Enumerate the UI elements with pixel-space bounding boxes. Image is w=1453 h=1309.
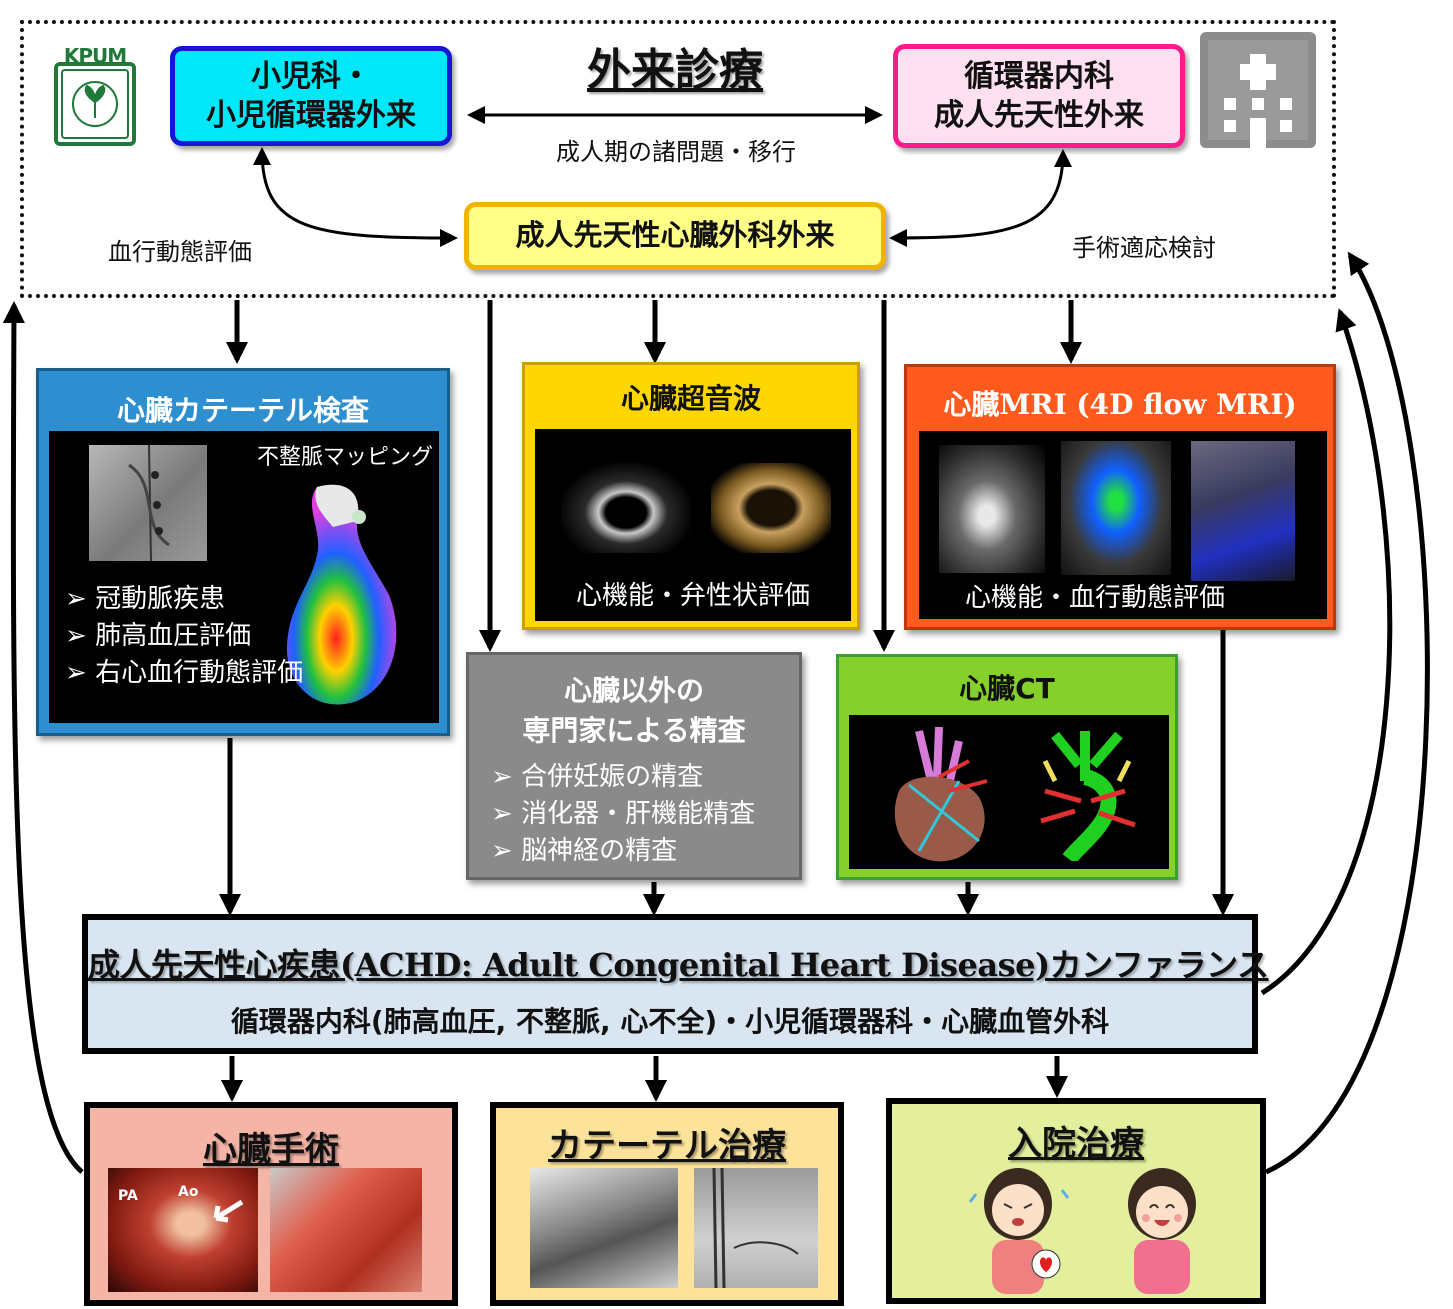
other-item: 合併妊娠の精査 (491, 759, 755, 796)
pediatric-line-1: 小児科・ (251, 59, 371, 94)
other-title-line-2: 専門家による精査 (522, 714, 746, 747)
clinic-title: 外来診療 (587, 45, 763, 96)
mri-title: 心臓MRI (4D flow MRI) (943, 388, 1297, 421)
conference-title: 成人先天性心疾患(ACHD: Adult Congenital Heart Di… (88, 946, 1269, 984)
pediatric-line-2: 小児循環器外来 (206, 98, 416, 133)
transition-label: 成人期の諸問題・移行 (556, 138, 796, 166)
echo-2d-image (561, 463, 691, 553)
pointer-arrow-icon (213, 1199, 244, 1223)
pa-label: PA (118, 1188, 138, 1204)
catheter-exam-panel: 心臓カテーテル検査 不整脈マッピング (36, 368, 450, 736)
sick-patient-illustration (968, 1168, 1070, 1294)
logo-text: KPUM (63, 44, 127, 68)
other-specialists-panel: 心臓以外の 専門家による精査 合併妊娠の精査 消化器・肝機能精査 脳神経の精査 (466, 652, 802, 880)
admission-box: 入院治療 (886, 1098, 1266, 1304)
conference-members: 循環器内科(肺高血圧, 不整脈, 心不全)・小児循環器科・心臓血管外科 (230, 1005, 1110, 1038)
catheter-therapy-photo-1 (530, 1168, 678, 1288)
mri-flow-image (1061, 441, 1171, 575)
hospital-building-icon (1200, 32, 1316, 148)
achd-conference-box: 成人先天性心疾患(ACHD: Adult Congenital Heart Di… (82, 914, 1269, 1054)
ct-title: 心臓CT (959, 672, 1055, 705)
mri-image-area: 心機能・血行動態評価 (919, 431, 1327, 619)
surgery-clinic-label: 成人先天性心臓外科外来 (515, 218, 835, 253)
indication-label: 手術適応検討 (1072, 234, 1216, 262)
hemodynamics-label: 血行動態評価 (108, 238, 252, 266)
echo-title: 心臓超音波 (620, 382, 761, 415)
pediatric-clinic-box: 小児科・ 小児循環器外来 (170, 46, 452, 146)
ct-panel: 心臓CT (836, 654, 1178, 880)
catheter-therapy-title: カテーテル治療 (548, 1126, 786, 1166)
echo-caption: 心機能・弁性状評価 (575, 581, 810, 611)
arrow-cardiology-surgery-clinic (889, 149, 1072, 247)
loop-admission-to-clinic (1264, 251, 1430, 1175)
cardiac-surgery-box: 心臓手術 PA Ao (84, 1102, 458, 1306)
ct-image-area (849, 715, 1169, 869)
surgery-clinic-box: 成人先天性心臓外科外来 (464, 202, 886, 270)
other-items: 合併妊娠の精査 消化器・肝機能精査 脳神経の精査 (491, 759, 755, 870)
catheter-therapy-photo-2 (694, 1168, 818, 1288)
cardiology-clinic-box: 循環器内科 成人先天性外来 (893, 44, 1185, 148)
admission-title: 入院治療 (1008, 1124, 1144, 1164)
catheter-item: 肺高血圧評価 (65, 618, 303, 655)
mri-4d-image (1191, 441, 1295, 581)
other-item: 脳神経の精査 (491, 833, 755, 870)
echo-panel: 心臓超音波 心機能・弁性状評価 (522, 362, 860, 630)
ct-vessel-image (1040, 731, 1136, 861)
ao-label: Ao (178, 1184, 199, 1200)
loop-conference-to-clinic (1260, 308, 1393, 996)
other-title-line-1: 心臓以外の (563, 674, 704, 707)
outpatient-clinic-area (20, 20, 1336, 298)
cardiology-line-2: 成人先天性外来 (934, 98, 1144, 133)
mri-caption: 心機能・血行動態評価 (964, 583, 1225, 613)
surgery-photo-1: PA Ao (108, 1168, 258, 1292)
angiogram-image (89, 445, 207, 561)
cardiology-line-1: 循環器内科 (964, 59, 1114, 94)
mapping-label: 不整脈マッピング (257, 439, 434, 471)
echo-image-area: 心機能・弁性状評価 (535, 429, 851, 621)
catheter-item: 冠動脈疾患 (65, 581, 303, 618)
ct-heart-image (894, 726, 988, 862)
catheter-item: 右心血行動態評価 (65, 655, 303, 692)
other-item: 消化器・肝機能精査 (491, 796, 755, 833)
healthy-patient-illustration (1128, 1168, 1196, 1294)
arrhythmia-mapping-image (286, 484, 397, 705)
catheter-exam-title: 心臓カテーテル検査 (116, 394, 369, 427)
echo-3d-image (711, 463, 831, 553)
mri-panel: 心臓MRI (4D flow MRI) 心機能・血行動態評価 (904, 364, 1336, 630)
catheter-wire-graphic (712, 1168, 799, 1288)
catheter-items: 冠動脈疾患 肺高血圧評価 右心血行動態評価 (65, 581, 303, 692)
catheter-image-area: 不整脈マッピング 冠動脈疾患 肺高血圧評価 右心血行動態評価 (49, 431, 439, 723)
mri-cine-image (939, 445, 1045, 573)
catheter-therapy-box: カテーテル治療 (490, 1102, 844, 1306)
surgery-photo-2 (270, 1168, 422, 1292)
kpum-logo: KPUM (54, 44, 136, 146)
loop-surgery-to-clinic (2, 301, 84, 1174)
cardiac-surgery-title: 心臓手術 (203, 1130, 339, 1170)
arrow-pediatric-surgery-clinic (253, 147, 458, 247)
